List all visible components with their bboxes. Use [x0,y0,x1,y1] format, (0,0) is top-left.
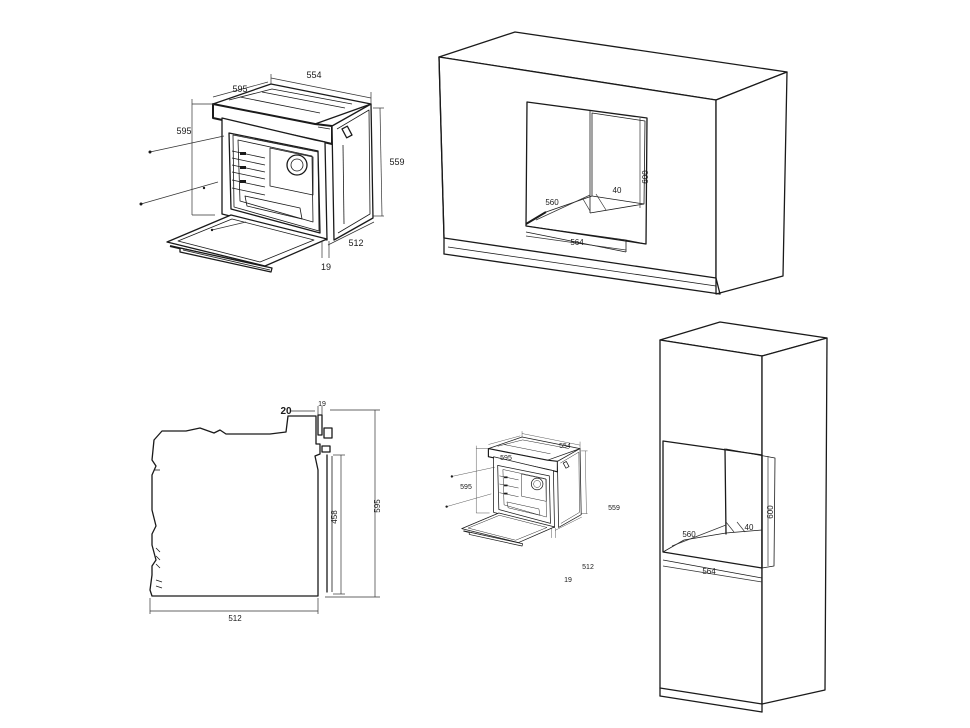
oven-small-door-thickness: 19 [564,577,572,584]
cabinet-tall-height: 600 [766,505,775,519]
cabinet-tall-width: 564 [702,567,716,576]
oven-large-width-top: 554 [306,70,321,80]
cabinet-wall-width: 564 [570,238,584,247]
oven-small-width-front: 595 [500,455,512,462]
cabinet-wall-height: 600 [641,170,650,184]
oven-large-width-front: 595 [232,84,247,94]
oven-small-height-front: 595 [460,484,472,491]
profile-door-thickness: 19 [318,401,326,408]
cabinet-wall-isometric [438,31,788,295]
cabinet-tall-gap: 40 [745,523,754,532]
oven-large-height-front: 595 [176,126,191,136]
oven-isometric-small [445,431,588,547]
profile-inner-height: 458 [330,510,339,524]
cabinet-tall-isometric [659,321,828,713]
oven-side-profile [149,406,380,614]
oven-small-depth: 512 [582,564,594,571]
profile-top-offset: 20 [280,406,292,417]
oven-small-height-side: 559 [608,505,620,512]
cabinet-wall-gap: 40 [613,186,622,195]
oven-small-width-top: 554 [559,443,571,450]
oven-large-height-side: 559 [389,157,404,167]
oven-isometric-large [139,74,384,273]
oven-large-depth: 512 [348,238,363,248]
profile-total-height: 595 [373,499,382,513]
cabinet-tall-depth: 560 [682,530,696,539]
oven-large-door-thickness: 19 [321,262,331,272]
cabinet-wall-depth: 560 [545,198,559,207]
profile-depth: 512 [228,614,242,623]
